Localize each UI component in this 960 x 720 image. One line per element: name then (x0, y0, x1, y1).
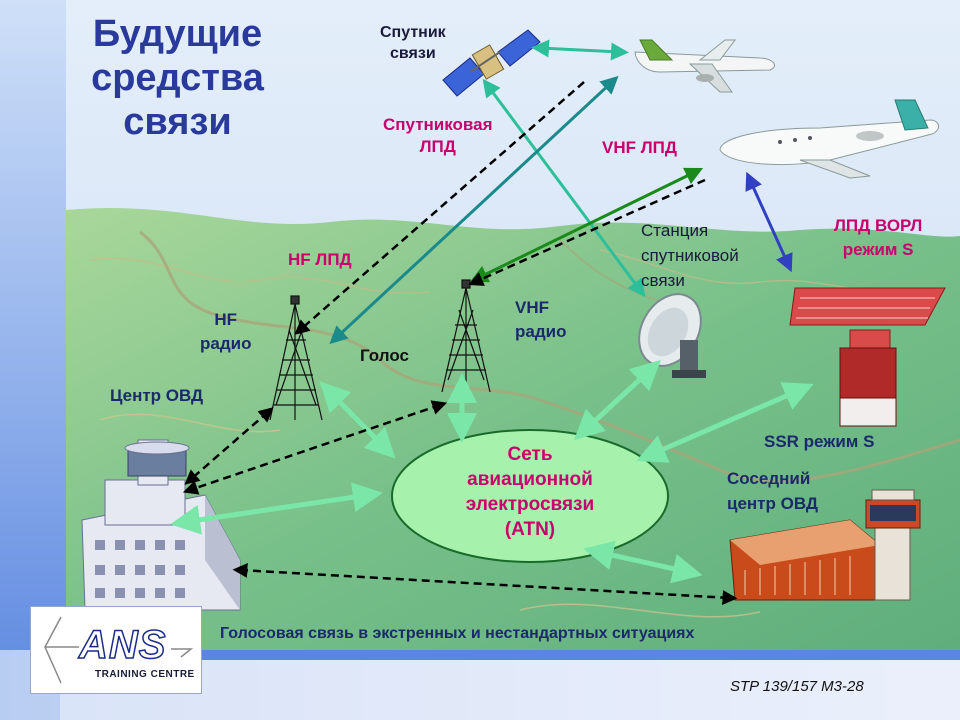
link-dashed-vhf-atc (182, 400, 448, 495)
title-line-1: Будущие (92, 13, 263, 55)
left-side-band (0, 0, 66, 720)
label-hf-radio-line-2: радио (200, 334, 252, 353)
link-jet-vhf (469, 167, 704, 283)
title-line-2: средства (91, 57, 264, 99)
logo-graphic (44, 616, 194, 684)
label-sat-datalink: Спутниковая ЛПД (383, 114, 493, 158)
label-atc-center: Центр ОВД (110, 386, 204, 405)
business-jet-icon (719, 99, 939, 179)
label-voice: Голос (360, 346, 409, 365)
title-line-3: связи (123, 101, 232, 143)
label-atn-line-1: Сеть (507, 444, 553, 465)
link-dashed-jet-vhf (468, 178, 706, 286)
label-ground-station-line-1: Станция (641, 221, 709, 240)
label-vhf-radio: VHF радио (515, 296, 566, 344)
airliner-icon (634, 39, 775, 93)
ssr-radar-icon (789, 287, 946, 427)
label-ssr-datalink-line-1: ЛПД ВОРЛ (834, 216, 923, 235)
bottom-light (60, 660, 960, 720)
label-hf-radio-line-1: HF (214, 310, 238, 329)
label-sat-datalink-line-1: Спутниковая (383, 115, 493, 134)
label-emergency-voice: Голосовая связь в экстренных и нестандар… (220, 625, 695, 642)
link-satellite-airliner (531, 39, 629, 61)
atn-network-ellipse (391, 429, 669, 563)
label-atn-line-3: электросвязи (465, 494, 595, 515)
link-jet-ssr (745, 171, 793, 273)
label-ground-station: Станция спутниковой связи (641, 218, 739, 293)
label-neighbor-center-line-1: Соседний (727, 469, 811, 488)
label-atn: Сеть авиационной электросвязи (ATN) (430, 442, 630, 542)
label-satellite-line-2: связи (390, 45, 436, 62)
link-atc-atn (170, 482, 383, 535)
label-atn-line-4: (ATN) (504, 519, 556, 540)
slide-reference: STP 139/157 M3-28 (730, 678, 864, 695)
label-ground-station-line-2: спутниковой (641, 246, 739, 265)
label-ssr-mode-s: SSR режим S (764, 432, 875, 451)
link-dashed-emergency-voice (232, 562, 738, 606)
ans-logo: ANS TRAINING CENTRE (30, 606, 202, 694)
logo-name: ANS (78, 622, 167, 668)
slide-title: Будущие средства связи (70, 12, 285, 144)
label-neighbor-center-line-2: центр ОВД (727, 494, 818, 513)
label-hf-radio: HF радио (200, 308, 251, 356)
label-neighbor-center: Соседний центр ОВД (727, 466, 818, 516)
label-ground-station-line-3: связи (641, 271, 685, 290)
label-vhf-radio-line-2: радио (515, 322, 567, 341)
label-ssr-datalink: ЛПД ВОРЛ режим S (834, 214, 922, 262)
logo-subtitle: TRAINING CENTRE (95, 669, 195, 680)
label-vhf-radio-line-1: VHF (515, 298, 549, 317)
label-sat-datalink-line-2: ЛПД (419, 137, 456, 156)
link-dish-atn (573, 359, 662, 441)
label-satellite: Спутник связи (380, 22, 446, 64)
label-ssr-datalink-line-2: режим S (842, 240, 914, 259)
footer-bar (200, 650, 960, 660)
label-satellite-line-1: Спутник (380, 24, 446, 41)
link-ssr-atn (636, 382, 814, 463)
label-hf-datalink: HF ЛПД (288, 250, 352, 269)
satellite-dish-icon (638, 293, 706, 378)
contour-line (519, 603, 761, 618)
neighbor-atc-center-building (729, 489, 921, 601)
label-vhf-datalink: VHF ЛПД (602, 138, 677, 157)
link-dashed-airliner-hf (294, 81, 585, 335)
label-atn-line-2: авиационной (467, 469, 593, 490)
